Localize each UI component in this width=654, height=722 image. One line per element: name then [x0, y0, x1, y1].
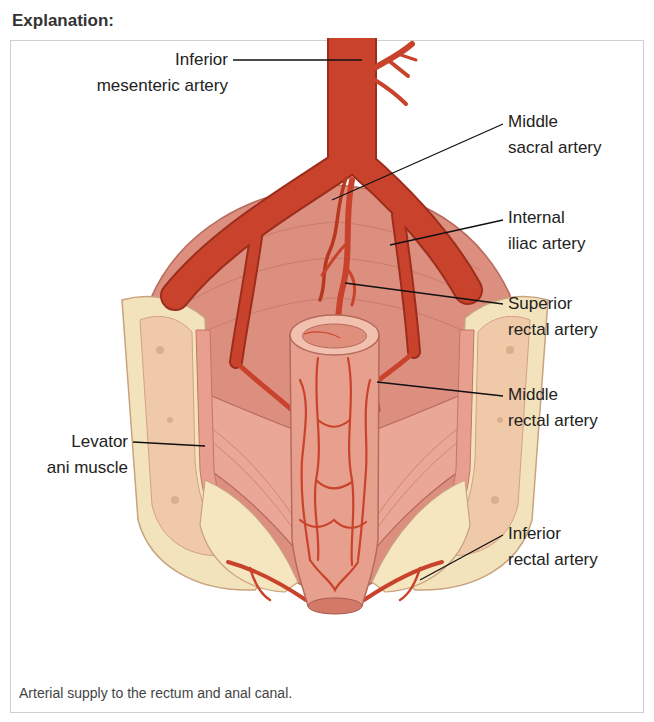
caption: Arterial supply to the rectum and anal c… [19, 684, 292, 702]
left-ischial-tuberosity [200, 480, 298, 592]
heading: Explanation: [12, 10, 114, 32]
part-label: Middle rectal artery [508, 382, 602, 434]
part-label: Superior rectal artery [508, 291, 610, 343]
leader-lines [133, 60, 503, 580]
right-hip-bone [372, 297, 548, 592]
rectum [290, 315, 379, 614]
part-label: Middle sacral artery [508, 109, 605, 161]
part-label: Internal iliac artery [508, 205, 594, 257]
part-label: Inferior rectal artery [508, 521, 604, 573]
part-label: Levator ani muscle [44, 429, 128, 481]
part-label: Inferior mesenteric artery [90, 47, 228, 99]
